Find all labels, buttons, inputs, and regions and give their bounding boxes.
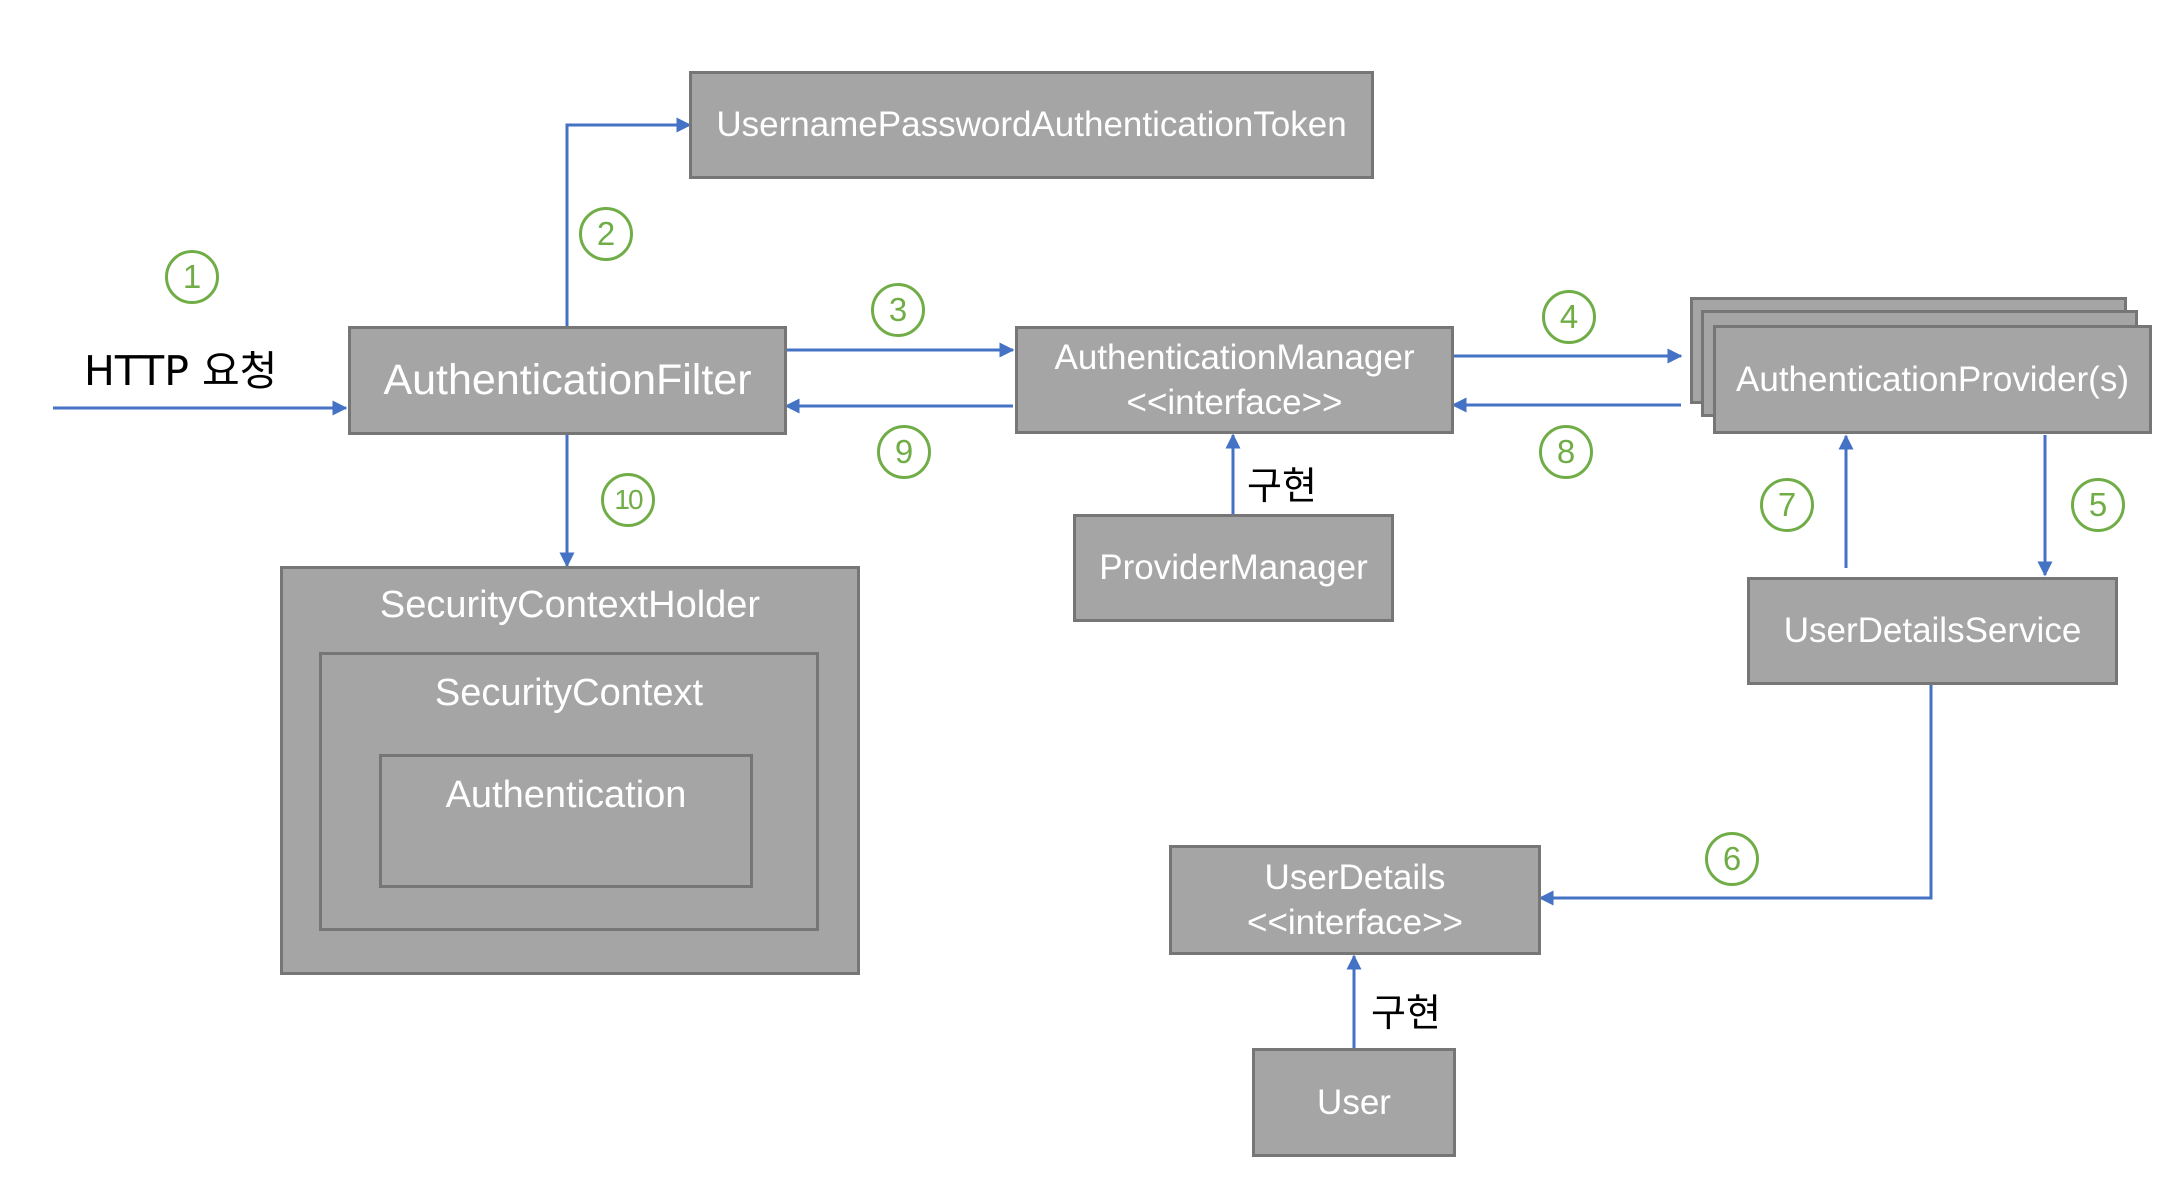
user-box: User	[1252, 1048, 1456, 1157]
user-details-box: UserDetails <<interface>>	[1169, 845, 1541, 955]
security-context-box: SecurityContext	[319, 652, 819, 931]
step-1-marker: 1	[165, 250, 219, 304]
user-label: User	[1317, 1082, 1391, 1122]
filter-label: AuthenticationFilter	[383, 355, 752, 404]
user-details-service-box: UserDetailsService	[1747, 577, 2118, 685]
step-2-marker: 2	[579, 207, 633, 261]
manager-stereotype: <<interface>>	[1126, 383, 1343, 422]
security-context-holder-box: SecurityContextHolder	[280, 566, 860, 975]
context-label: SecurityContext	[434, 672, 704, 714]
user-details-stereotype: <<interface>>	[1247, 903, 1463, 942]
arrow-filter-to-token	[565, 117, 692, 326]
authentication-manager-box: AuthenticationManager <<interface>>	[1015, 326, 1454, 434]
provider-manager-label: ProviderManager	[1099, 548, 1368, 588]
step-7-marker: 7	[1760, 478, 1814, 532]
arrow-service-to-userdetails	[1538, 684, 1933, 906]
step-3-marker: 3	[871, 283, 925, 337]
user-details-service-label: UserDetailsService	[1783, 611, 2082, 651]
holder-label: SecurityContextHolder	[379, 584, 761, 626]
token-label: UsernamePasswordAuthenticationToken	[716, 105, 1347, 145]
username-password-authentication-token-box: UsernamePasswordAuthenticationToken	[689, 71, 1374, 179]
step-10-marker: 10	[601, 473, 655, 527]
step-5-marker: 5	[2071, 478, 2125, 532]
step-6-marker: 6	[1705, 832, 1759, 886]
authentication-label: Authentication	[445, 774, 687, 816]
authentication-filter-box: AuthenticationFilter	[348, 326, 787, 435]
step-9-marker: 9	[877, 425, 931, 479]
implements-label-provider-manager: 구현	[1247, 464, 1317, 508]
implements-label-user: 구현	[1371, 991, 1441, 1035]
authentication-box: Authentication	[379, 754, 753, 888]
user-details-name: UserDetails	[1264, 857, 1446, 897]
authentication-providers-box: AuthenticationProvider(s)	[1713, 325, 2152, 434]
step-8-marker: 8	[1539, 425, 1593, 479]
manager-name: AuthenticationManager	[1054, 337, 1415, 377]
step-4-marker: 4	[1542, 290, 1596, 344]
provider-manager-box: ProviderManager	[1073, 514, 1394, 622]
providers-label: AuthenticationProvider(s)	[1736, 359, 2129, 399]
http-request-label: HTTP 요청	[84, 347, 278, 395]
